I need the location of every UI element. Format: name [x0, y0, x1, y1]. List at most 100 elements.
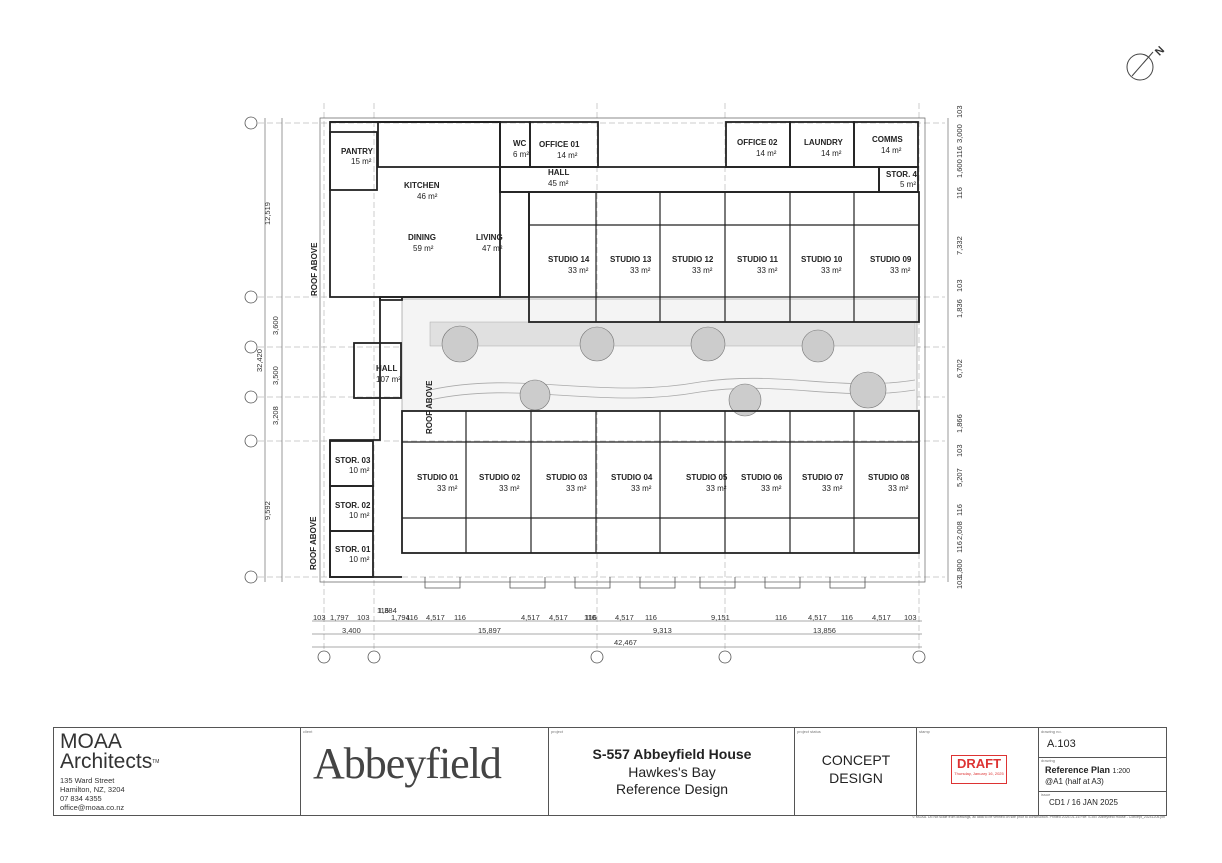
draft-stamp-text: DRAFT [956, 756, 1002, 771]
room-wc-area: 6 m² [513, 150, 529, 159]
dim-label: 4,517 [549, 613, 568, 622]
dim-label: 4,517 [615, 613, 634, 622]
dim-label: 116 [841, 613, 853, 622]
room-stor4-area: 5 m² [900, 180, 916, 189]
room-stor03-name: STOR. 03 [335, 456, 371, 465]
studio-name: STUDIO 06 [741, 473, 783, 482]
studio-name: STUDIO 09 [870, 255, 912, 264]
studio-area: 33 m² [761, 484, 782, 493]
status-line2: DESIGN [829, 770, 883, 786]
dim-label: 116 [955, 146, 964, 158]
stamp-cell: stamp DRAFT Thursday, January 16, 2025 [916, 728, 1039, 815]
drawing-caption: drawing [1041, 758, 1056, 763]
issue-caption: issue [1041, 792, 1051, 797]
north-arrow-icon: N [1126, 44, 1167, 81]
north-label: N [1153, 44, 1167, 58]
roof-above-label: ROOF ABOVE [310, 242, 319, 296]
studio-walls-bottom [402, 411, 919, 553]
dim-label: 103 [357, 613, 370, 622]
studio-area: 33 m² [630, 266, 651, 275]
room-labels: PANTRY 15 m² KITCHEN 46 m² WC 6 m² OFFIC… [335, 135, 918, 564]
studio-area: 33 m² [890, 266, 911, 275]
dim-label: 3,000 [955, 124, 964, 143]
room-stor02-area: 10 m² [349, 511, 370, 520]
dim-label: 3,400 [342, 626, 361, 635]
firm-phone: 07 834 4355 [60, 794, 102, 803]
drawing-number: A.103 [1047, 738, 1076, 750]
status-cell: project status CONCEPT DESIGN [794, 728, 917, 815]
dim-label: 15,897 [478, 626, 501, 635]
drawing-scale: 1:200 [1112, 768, 1131, 775]
dim-label: 116 [955, 504, 964, 516]
dim-label: 3,600 [271, 316, 280, 335]
status-line1: CONCEPT [821, 752, 891, 768]
dim-label: 42,467 [614, 638, 637, 647]
firm-tm: TM [152, 759, 160, 765]
room-kitchen-name: KITCHEN [404, 181, 440, 190]
client-caption: client [303, 729, 313, 734]
drawing-scale-note: @A1 (half at A3) [1045, 777, 1104, 786]
dim-left-total: 32,420 [255, 349, 264, 372]
dim-label: 116 [454, 613, 466, 622]
dim-label: 2,008 [955, 521, 964, 540]
dim-label: 4,517 [426, 613, 445, 622]
roof-above-label: ROOF ABOVE [309, 516, 318, 570]
studio-name: STUDIO 11 [737, 255, 778, 264]
studio-name: STUDIO 02 [479, 473, 521, 482]
project-caption: project [551, 729, 564, 734]
room-living-name: LIVING [476, 233, 503, 242]
dim-label: 103 [955, 105, 964, 118]
drawing-name: Reference Plan [1045, 765, 1111, 775]
dim-label: 103 [955, 576, 964, 589]
studio-area: 33 m² [631, 484, 652, 493]
project-location: Hawkes's Bay [628, 764, 716, 780]
firm-cell: MOAA ArchitectsTM 135 Ward Street Hamilt… [54, 728, 300, 815]
studio-walls-top [529, 192, 919, 322]
firm-name-line1: MOAA [60, 730, 122, 753]
firm-address-line: 135 Ward Street [60, 776, 115, 785]
dim-label: 9,592 [263, 501, 272, 520]
drawing-info-cell: drawing no. A.103 drawing Reference Plan… [1038, 728, 1167, 815]
title-block: MOAA ArchitectsTM 135 Ward Street Hamilt… [53, 727, 1167, 816]
studio-area: 33 m² [821, 266, 842, 275]
drawing-name-box: drawing Reference Plan 1:200 @A1 (half a… [1039, 757, 1167, 792]
dim-label: 1,384 [378, 606, 397, 615]
studio-name: STUDIO 13 [610, 255, 652, 264]
abbeyfield-logo: Abbeyfield [313, 739, 502, 788]
room-dining-area: 59 m² [413, 244, 434, 253]
room-comms-area: 14 m² [881, 146, 902, 155]
dim-label: 7,332 [955, 236, 964, 255]
dim-label: 103 [904, 613, 917, 622]
room-hall-top-area: 45 m² [548, 179, 569, 188]
bays [424, 577, 866, 589]
dim-label: 1,794 [391, 613, 410, 622]
firm-name-line2-text: Architects [60, 750, 153, 773]
issue-box: issue CD1 / 16 JAN 2025 [1039, 791, 1167, 815]
room-hall-left-area: 107 m² [376, 375, 401, 384]
dims-right: 1033,0001161,6001167,3321031,8366,7021,8… [955, 105, 964, 589]
room-stor01-area: 10 m² [349, 555, 370, 564]
room-office02-area: 14 m² [756, 149, 777, 158]
stamp-caption: stamp [919, 729, 930, 734]
studio-area: 33 m² [499, 484, 520, 493]
room-stor02-name: STOR. 02 [335, 501, 371, 510]
room-pantry-area: 15 m² [351, 157, 372, 166]
status-caption: project status [797, 729, 821, 734]
room-stor4-name: STOR. 4 [886, 170, 918, 179]
firm-email[interactable]: office@moaa.co.nz [60, 803, 125, 812]
studio-area: 33 m² [822, 484, 843, 493]
dims-bottom-row3: 42,467 [614, 638, 637, 647]
dim-label: 1,866 [955, 414, 964, 433]
floor-plan: N [244, 44, 1167, 664]
dim-label: 116 [645, 613, 657, 622]
dim-label: 4,517 [808, 613, 827, 622]
dim-label: 9,151 [711, 613, 730, 622]
client-cell: client Abbeyfield [300, 728, 549, 815]
room-stor01-name: STOR. 01 [335, 545, 371, 554]
dim-label: 12,519 [263, 202, 272, 225]
